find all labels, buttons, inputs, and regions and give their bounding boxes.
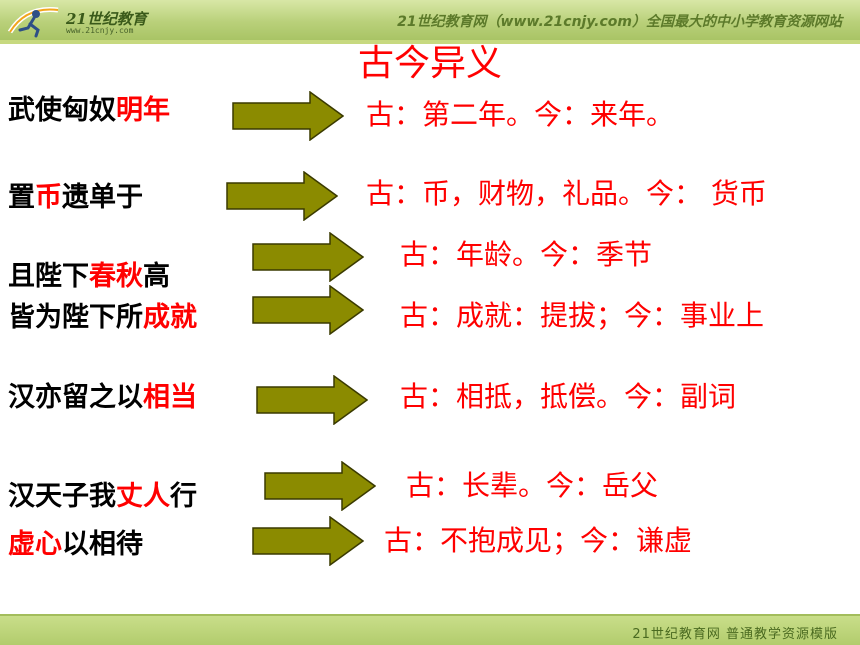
- phrase-highlight: 明年: [116, 95, 170, 126]
- header-bar: 21世纪教育 www.21cnjy.com 21世纪教育网（www.21cnjy…: [0, 0, 860, 40]
- meaning-row-5: 古：相抵，抵偿。今：副词: [400, 380, 737, 413]
- logo-url: www.21cnjy.com: [66, 26, 134, 35]
- meaning-row-2: 古：币，财物，礼品。今： 货币: [366, 177, 767, 210]
- phrase-highlight: 春秋: [89, 261, 143, 292]
- phrase-highlight: 相当: [143, 382, 197, 413]
- phrase-text: 汉天子我: [8, 481, 116, 512]
- phrase-row-7: 虚心以相待: [8, 522, 143, 561]
- slide-title: 古今异义: [357, 43, 502, 84]
- phrase-highlight: 丈人: [116, 481, 170, 512]
- footer-bar: 21世纪教育网 普通教学资源模版: [0, 616, 860, 645]
- phrase-highlight: 币: [35, 182, 62, 213]
- runner-logo-icon: [7, 6, 59, 38]
- arrow-right-icon: [226, 171, 338, 221]
- site-logo[interactable]: 21世纪教育 www.21cnjy.com: [6, 2, 176, 40]
- arrow-right-icon: [252, 232, 364, 282]
- phrase-row-5: 汉亦留之以相当: [8, 375, 197, 414]
- phrase-text: 汉亦留之以: [8, 382, 143, 413]
- arrow-right-icon: [264, 461, 376, 511]
- meaning-row-3: 古：年龄。今：季节: [400, 238, 653, 271]
- footer-text: 21世纪教育网 普通教学资源模版: [632, 627, 838, 642]
- phrase-text: 以相待: [62, 529, 143, 560]
- phrase-row-3: 且陛下春秋高: [8, 254, 170, 293]
- phrase-row-2: 置币遗单于: [8, 175, 143, 214]
- footer-divider: [0, 614, 860, 616]
- phrase-row-6: 汉天子我丈人行: [8, 474, 197, 513]
- logo-text: 21世纪教育: [66, 10, 147, 28]
- arrow-right-icon: [256, 375, 368, 425]
- arrow-right-icon: [252, 516, 364, 566]
- phrase-text: 皆为陛下所: [8, 302, 143, 333]
- phrase-text: 遗单于: [62, 182, 143, 213]
- meaning-row-7: 古：不抱成见；今：谦虚: [384, 524, 693, 557]
- phrase-text: 置: [8, 182, 35, 213]
- arrow-right-icon: [232, 91, 344, 141]
- phrase-text: 武使匈奴: [8, 95, 116, 126]
- meaning-row-4: 古：成就：提拔；今：事业上: [400, 299, 765, 332]
- phrase-text: 行: [170, 481, 197, 512]
- meaning-row-6: 古：长辈。今：岳父: [406, 469, 659, 502]
- phrase-text: 高: [143, 261, 170, 292]
- header-tagline: 21世纪教育网（www.21cnjy.com）全国最大的中小学教育资源网站: [397, 14, 842, 30]
- phrase-text: 且陛下: [8, 261, 89, 292]
- meaning-row-1: 古：第二年。今：来年。: [366, 98, 675, 131]
- phrase-highlight: 成就: [143, 302, 197, 333]
- phrase-row-1: 武使匈奴明年: [8, 88, 170, 127]
- phrase-highlight: 虚心: [8, 529, 62, 560]
- header-divider: [0, 40, 860, 44]
- arrow-right-icon: [252, 285, 364, 335]
- phrase-row-4: 皆为陛下所成就: [8, 295, 197, 334]
